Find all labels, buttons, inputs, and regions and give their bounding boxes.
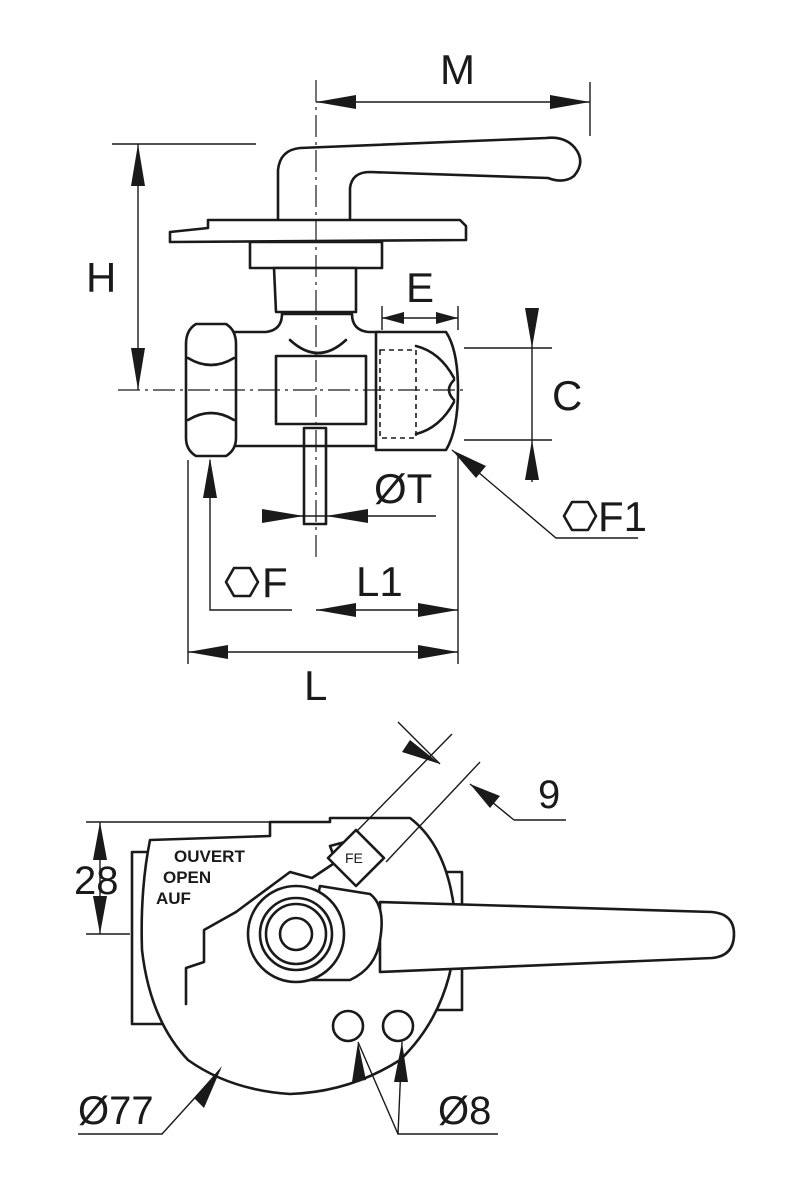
dimension-28: 28 (74, 859, 119, 903)
dimension-9: 9 (538, 773, 560, 817)
left-hex-nut (184, 322, 238, 458)
dimension-t: ØT (374, 465, 432, 512)
mounting-hole-right (381, 1009, 415, 1043)
dimension-f: F (262, 559, 288, 606)
hub-bore (278, 916, 314, 952)
valve-body (224, 312, 382, 448)
dimension-m: M (440, 46, 475, 93)
hub-outer (246, 884, 346, 984)
stem-housing (272, 266, 358, 314)
stop-cam (184, 910, 238, 1006)
side-view: M H E C ØT F1 (86, 46, 647, 709)
dimension-l1: L1 (356, 558, 403, 605)
hexagon-icon (224, 566, 260, 598)
valve-handle (276, 136, 582, 224)
dimension-f1: F1 (598, 493, 647, 540)
dimension-h: H (86, 254, 116, 301)
label-auf: AUF (156, 889, 191, 908)
dimension-d77: Ø77 (78, 1089, 154, 1133)
mounting-hole-left (331, 1009, 365, 1043)
stem-pin (302, 426, 328, 526)
label-open: OPEN (163, 868, 211, 887)
dimension-l: L (304, 662, 327, 709)
plan-view: OUVERT OPEN AUF FE 9 28 (74, 721, 736, 1135)
right-hex-nut (374, 330, 460, 452)
svg-text:FE: FE (345, 850, 363, 866)
dimension-d8: Ø8 (438, 1089, 491, 1133)
dimension-c: C (552, 372, 582, 419)
stop-plate (168, 218, 468, 244)
label-ouvert: OUVERT (174, 847, 245, 866)
dimension-e: E (406, 264, 434, 311)
lever (378, 900, 736, 974)
hidden-thread (379, 349, 417, 439)
hexagon-icon (562, 500, 598, 532)
fe-marking: FE (326, 828, 386, 888)
